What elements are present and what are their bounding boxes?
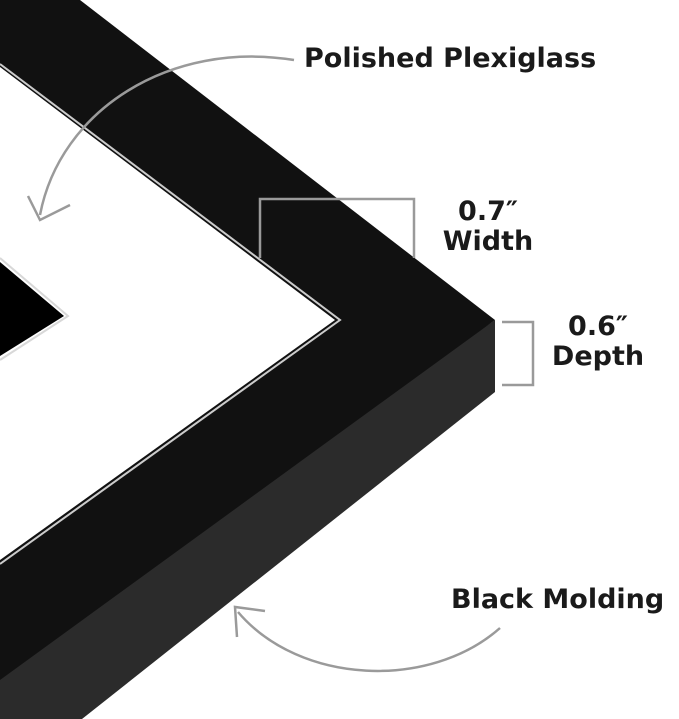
width-label: Width	[442, 225, 534, 257]
molding-callout-arrow	[237, 611, 501, 673]
width-bracket	[258, 197, 416, 258]
plexiglass-arrowhead-icon	[26, 195, 71, 222]
frame-side-depth	[0, 320, 495, 719]
width-value: 0.7″	[458, 196, 518, 227]
artwork-edge	[0, 257, 70, 361]
width-annotation: 0.7″ Width	[436, 197, 540, 256]
artwork	[0, 262, 64, 356]
depth-bracket	[502, 320, 535, 387]
plexiglass-callout-arrow	[38, 55, 295, 216]
mat-bevel-shadow	[0, 63, 342, 565]
molding-arrowhead-icon	[233, 605, 266, 638]
depth-value: 0.6″	[568, 311, 628, 342]
depth-annotation: 0.6″ Depth	[548, 312, 648, 371]
depth-label: Depth	[551, 340, 645, 372]
plexiglass-label: Polished Plexiglass	[304, 43, 597, 74]
mat-board	[0, 67, 335, 560]
molding-label: Black Molding	[451, 584, 665, 615]
